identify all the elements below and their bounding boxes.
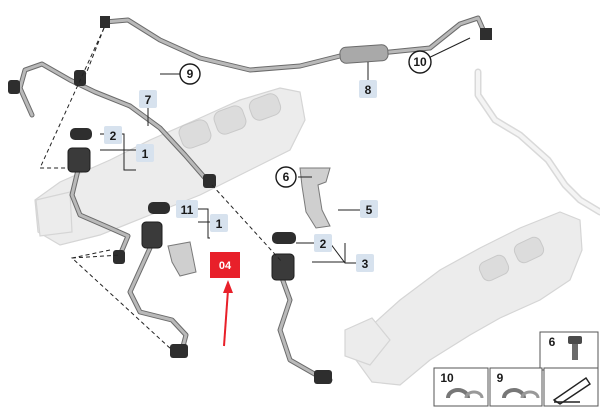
svg-text:1: 1 <box>216 217 223 231</box>
assembly-lines <box>39 27 283 351</box>
svg-text:3: 3 <box>362 257 369 271</box>
label-5: 5 <box>360 200 378 218</box>
bracket-part-5 <box>299 167 331 229</box>
label-1-lower: 1 <box>210 214 228 232</box>
label-10: 10 <box>408 50 432 74</box>
thumbnail-part-9: 9 <box>489 367 543 407</box>
svg-text:1: 1 <box>142 147 149 161</box>
right-valve-assembly <box>271 232 333 384</box>
svg-text:7: 7 <box>145 93 152 107</box>
svg-text:9: 9 <box>497 371 504 385</box>
label-6: 6 <box>275 166 297 188</box>
svg-text:6: 6 <box>283 170 290 184</box>
lower-left-valve-assembly <box>127 202 197 358</box>
left-manifold <box>34 87 306 246</box>
svg-text:2: 2 <box>320 237 327 251</box>
label-8: 8 <box>359 80 377 98</box>
callout-04: 04 <box>210 252 240 278</box>
svg-text:9: 9 <box>187 67 194 81</box>
svg-text:11: 11 <box>181 203 194 217</box>
label-2-upper: 2 <box>104 126 122 144</box>
label-2-lower: 2 <box>314 234 332 252</box>
svg-text:8: 8 <box>365 83 372 97</box>
label-11: 11 <box>176 200 198 218</box>
svg-text:04: 04 <box>219 260 232 272</box>
svg-text:10: 10 <box>413 55 427 69</box>
thumbnail-part-6: 6 <box>539 331 599 371</box>
callout-arrow <box>223 280 233 347</box>
upper-valve-assembly <box>67 128 131 264</box>
label-1-upper: 1 <box>136 144 154 162</box>
svg-text:10: 10 <box>440 371 454 385</box>
right-manifold <box>344 211 583 386</box>
thumbnail-part-10: 10 <box>433 367 489 407</box>
thumbnail-arrow <box>543 367 599 407</box>
label-3: 3 <box>356 254 374 272</box>
svg-text:2: 2 <box>110 129 117 143</box>
svg-text:5: 5 <box>366 203 373 217</box>
svg-text:6: 6 <box>549 335 556 349</box>
muffler <box>339 44 389 64</box>
top-pipe <box>100 15 492 73</box>
ghost-hose <box>474 68 600 216</box>
label-9: 9 <box>179 63 201 85</box>
label-7: 7 <box>139 90 157 108</box>
